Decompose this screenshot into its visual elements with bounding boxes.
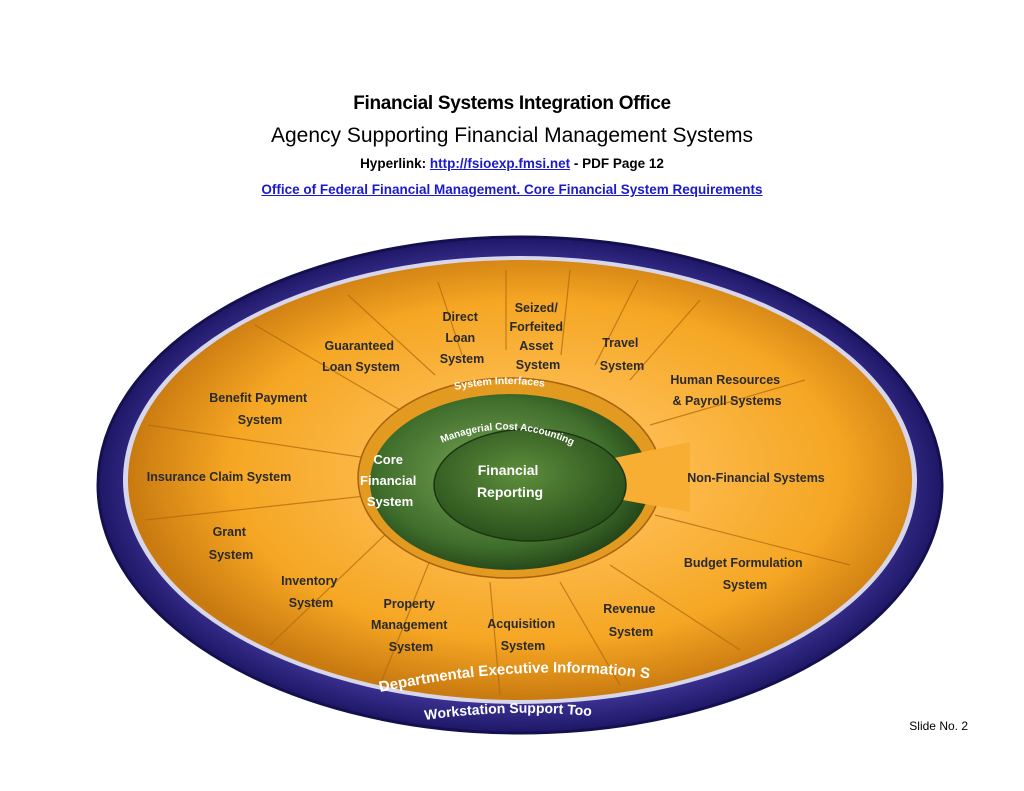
segment-label-revenue: Revenue System [603,602,659,639]
fsio-hyperlink[interactable]: http://fsioexp.fmsi.net [429,156,571,171]
financial-reporting-disk [433,428,627,542]
financial-reporting-label: Financial Reporting [477,462,543,500]
segment-label-seized-asset: Seized/ Forfeited Asset System [510,301,567,372]
segment-label-travel: Travel System [600,336,644,373]
segment-label-acquisition: Acquisition System [487,617,559,653]
segment-label-grant: Grant System [209,525,253,562]
page-subtitle: Agency Supporting Financial Management S… [270,124,754,147]
segment-labels: Direct Loan System Seized/ Forfeited Ass… [147,301,825,654]
segment-label-inventory: Inventory System [281,574,341,610]
segment-label-benefit-payment: Benefit Payment System [209,391,310,427]
core-requirements-link[interactable]: Office of Federal Financial Management. … [261,182,763,197]
segment-label-non-financial: Non-Financial Systems [687,471,825,485]
segment-label-budget-formulation: Budget Formulation System [684,556,806,592]
segment-dividers [144,269,851,696]
segment-label-property-management: Property Management System [371,597,451,654]
hyperlink-suffix: - PDF Page 12 [573,156,664,171]
financial-systems-diagram: Departmental Executive Information Syste… [90,230,944,735]
page-title: Financial Systems Integration Office [353,93,671,114]
core-financial-system-label: Core Financial System [360,452,420,509]
hyperlink-line: Hyperlink: http://fsioexp.fmsi.net - PDF… [0,156,1024,171]
segment-label-human-resources: Human Resources & Payroll Systems [670,373,783,408]
segment-label-direct-loan: Direct Loan System [440,310,484,366]
segment-label-insurance-claim: Insurance Claim System [147,470,292,484]
segment-label-guaranteed-loan: Guaranteed Loan System [322,339,400,374]
hyperlink-label: Hyperlink: [360,156,427,171]
slide-number: Slide No. 2 [909,719,968,733]
